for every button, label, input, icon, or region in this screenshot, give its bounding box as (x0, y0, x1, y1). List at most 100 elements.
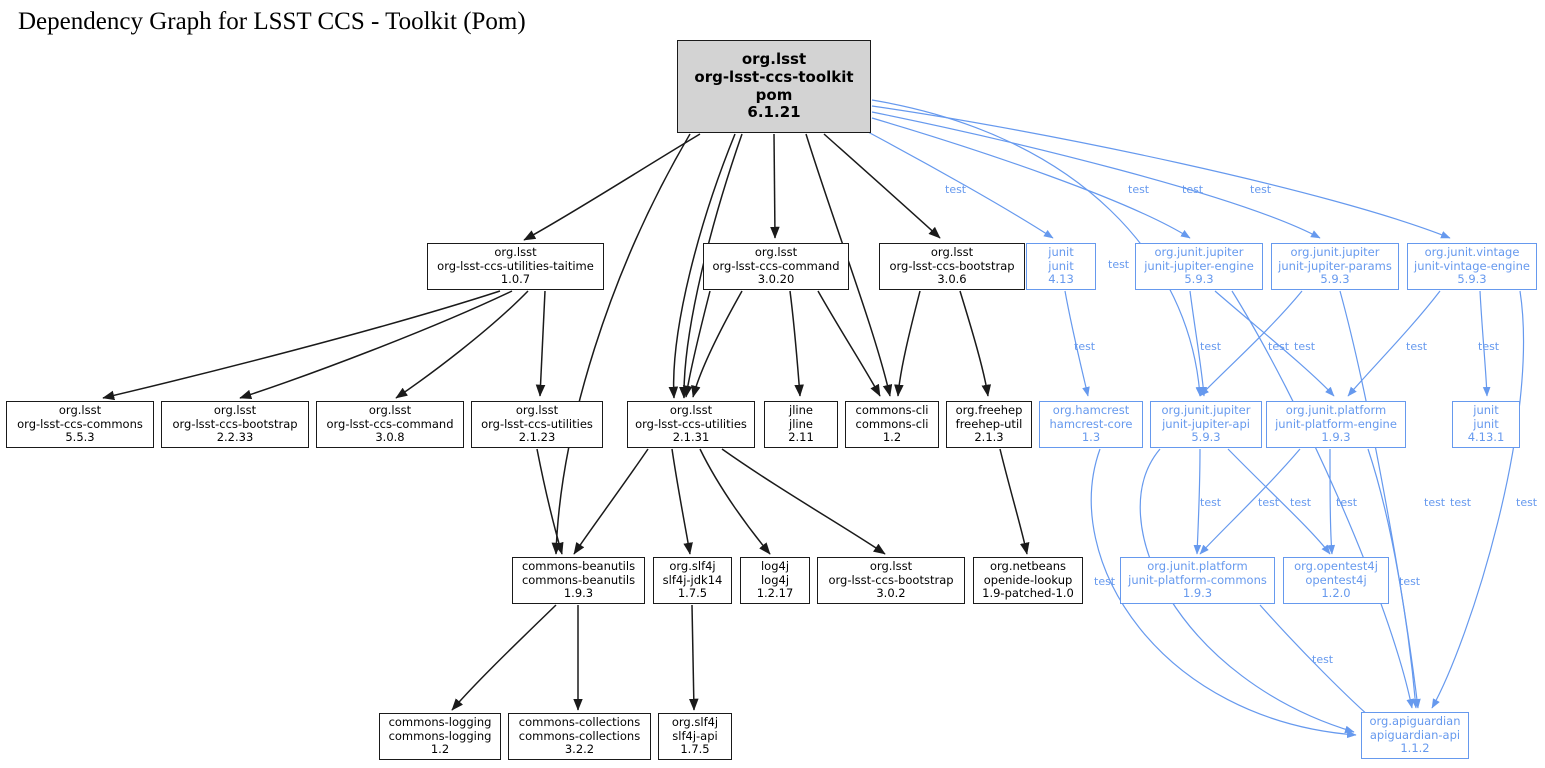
node-version: 3.2.2 (564, 742, 595, 757)
node-version: 5.9.3 (1184, 272, 1214, 287)
dependency-edge (1227, 448, 1331, 555)
node-version: 1.9.3 (1321, 430, 1351, 445)
edge-scope-label: test (1478, 340, 1500, 353)
node-artifact-id: opentest4j (1305, 572, 1367, 587)
node-artifact-id: org-lsst-ccs-bootstrap (889, 258, 1015, 273)
dependency-edge (535, 290, 546, 397)
node-artifact-id: org-lsst-ccs-utilities-taitime (437, 258, 594, 273)
dependency-edge (688, 604, 699, 711)
node-version: 3.0.8 (375, 430, 405, 445)
node-artifact-id: org-lsst-ccs-utilities (635, 416, 747, 431)
dependency-edge (1193, 448, 1202, 555)
node-group-id: junit (1048, 245, 1074, 260)
node-version: 1.7.5 (677, 586, 708, 601)
node-group-id: org.slf4j (671, 715, 719, 730)
node-version: 4.13.1 (1467, 430, 1505, 445)
node-group-id: org.slf4j (669, 559, 716, 574)
node-version: 3.0.6 (937, 272, 967, 287)
dependency-edge (699, 448, 771, 555)
node-version: 1.0.7 (500, 272, 531, 287)
edges (102, 99, 1525, 739)
node-version: 3.0.2 (876, 586, 906, 601)
dependency-edge (1367, 448, 1420, 709)
node-version: 2.1.31 (672, 430, 710, 445)
dependency-edge (1327, 448, 1336, 555)
node-version: 1.1.2 (1400, 741, 1430, 756)
edge-scope-label: test (1094, 575, 1116, 588)
dependency-edge (1214, 290, 1335, 397)
dependency-edge (451, 604, 557, 711)
node-group-id: org.junit.platform (1285, 403, 1387, 418)
dependency-edge (102, 290, 501, 401)
dependency-edge (551, 133, 691, 555)
dependency-edge (871, 99, 1204, 397)
node-version: 1.9-patched-1.0 (982, 586, 1074, 601)
node-group-id: org.hamcrest (1052, 403, 1130, 418)
node-version: 1.7.5 (680, 742, 710, 757)
edge-scope-label: test (1312, 653, 1334, 666)
node-group-id: org.opentest4j (1294, 559, 1378, 574)
node-artifact-id: junit-jupiter-params (1278, 258, 1392, 273)
edge-scope-label: test (1424, 496, 1446, 509)
edge-scope-label: test (945, 183, 967, 196)
node-packaging: pom (755, 85, 793, 104)
dependency-edge (721, 448, 886, 555)
node-version: 1.2.0 (1321, 586, 1351, 601)
node-artifact-id: log4j (760, 572, 790, 587)
node-group-id: jline (789, 403, 813, 418)
edge-scope-label: test (1108, 258, 1130, 271)
node-artifact-id: openide-lookup (983, 572, 1073, 587)
dependency-edge (805, 133, 893, 397)
dependency-edge (239, 290, 513, 400)
dependency-edge (871, 117, 1191, 239)
dependency-edge (1479, 290, 1491, 397)
node-version: 5.9.3 (1191, 430, 1221, 445)
node-group-id: org.freehep (955, 403, 1023, 418)
node-artifact-id: junit-vintage-engine (1414, 258, 1530, 273)
node-group-id: org.lsst (741, 50, 807, 69)
node-group-id: org.junit.jupiter (1161, 403, 1251, 418)
node-artifact-id: org-lsst-ccs-command (326, 416, 454, 431)
dependency-edge (770, 133, 780, 239)
node-group-id: org.junit.jupiter (1154, 245, 1244, 260)
node-version: 5.5.3 (65, 430, 95, 445)
node-version: 6.1.21 (747, 103, 801, 122)
edge-scope-label: test (1200, 496, 1222, 509)
dependency-edge (1339, 290, 1421, 709)
edge-scope-label: test (1294, 340, 1316, 353)
node-version: 2.11 (788, 430, 814, 445)
